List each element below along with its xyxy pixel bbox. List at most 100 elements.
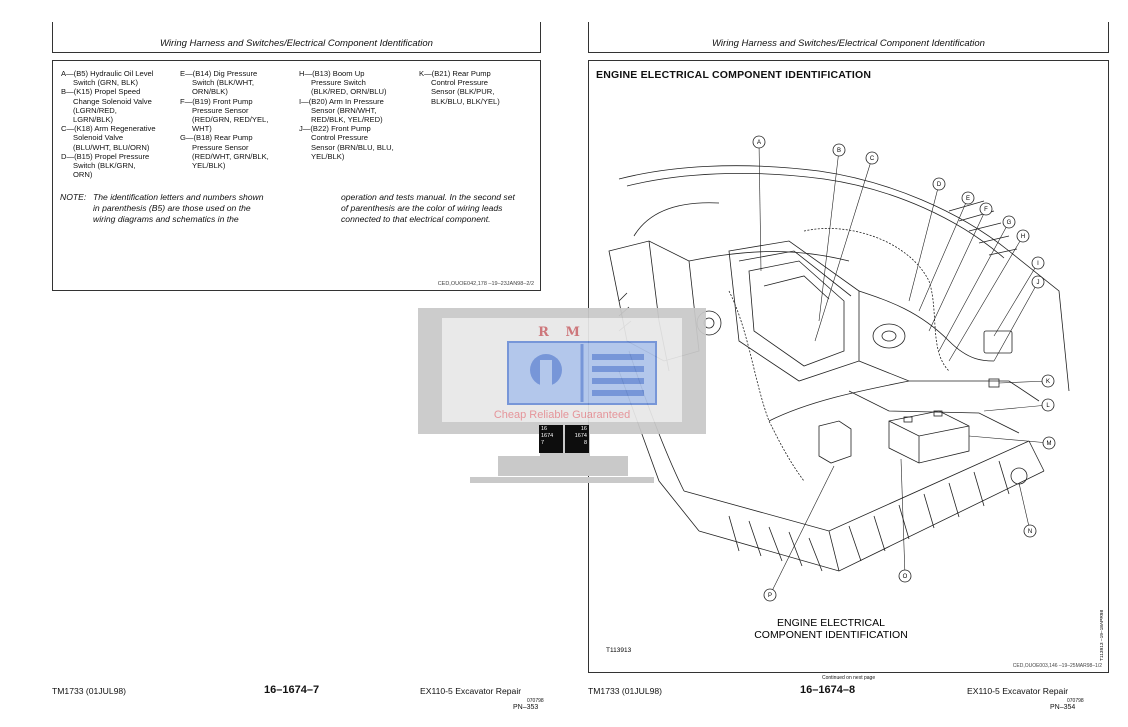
note-line: wiring diagrams and schematics in the (93, 214, 239, 224)
legend-line: WHT) (192, 124, 212, 134)
left-footer-date: 070798 (527, 698, 544, 704)
thumb-line: 7 (541, 440, 545, 446)
callout-g-label: G (1007, 220, 1012, 226)
callout-c: C (865, 151, 879, 165)
legend-line: BLK/BLU, BLK/YEL) (431, 96, 500, 106)
callout-d-label: D (937, 182, 942, 188)
leader-lines (758, 141, 1050, 596)
left-header-box: Wiring Harness and Switches/Electrical C… (52, 22, 541, 53)
note-line: operation and tests manual. In the secon… (341, 192, 515, 202)
legend-line: D—(B15) Propel Pressure (61, 151, 150, 161)
callout-m: M (1042, 436, 1056, 450)
legend-line: Pressure Sensor (192, 105, 249, 115)
callout-e: E (961, 191, 975, 205)
watermark-monitor: R M Cheap Reliable Guaranteed (418, 308, 706, 434)
callout-b: B (832, 143, 846, 157)
legend-line: Control Pressure (311, 133, 368, 143)
watermark-slogan: Cheap Reliable Guaranteed (493, 409, 631, 421)
note-text-right: operation and tests manual. In the secon… (341, 192, 537, 225)
legend-line: Pressure Switch (311, 78, 366, 88)
legend-line: Switch (GRN, BLK) (73, 78, 138, 88)
legend-line: F—(B19) Front Pump (180, 96, 253, 106)
callout-g: G (1002, 215, 1016, 229)
legend-line: K—(B21) Rear Pump (419, 69, 491, 78)
legend-line: Sensor (BLK/PUR, (431, 87, 495, 97)
thumb-line: 16 (541, 426, 548, 432)
right-header-title: Wiring Harness and Switches/Electrical C… (712, 38, 985, 49)
right-header-box: Wiring Harness and Switches/Electrical C… (588, 22, 1109, 53)
callout-c-label: C (870, 156, 875, 162)
legend-line: J—(B22) Front Pump (299, 124, 371, 134)
callout-b-label: B (837, 148, 841, 154)
callout-a-label: A (757, 140, 761, 146)
callout-f-label: F (984, 207, 988, 213)
left-footer-manual: TM1733 (01JUL98) (52, 686, 127, 696)
callout-k: K (1041, 374, 1055, 388)
note-line: connected to that electrical component. (341, 214, 491, 224)
callout-n: N (1023, 524, 1037, 538)
legend-line: (BLK/RED, ORN/BLU) (311, 87, 387, 97)
legend-line: Switch (BLK/WHT, (192, 78, 255, 88)
legend-line: LGRN/BLK) (73, 115, 114, 125)
thumb-line: 16 (580, 426, 587, 432)
right-footer-page-number: 16–1674–8 (800, 684, 856, 696)
figure-id: T113913 (606, 647, 632, 654)
left-reference-id: CED,OUOE042,178 –19–23JAN98–2/2 (437, 281, 534, 287)
legend-line: ORN) (73, 170, 93, 180)
callout-d: D (932, 177, 946, 191)
note-line: of parenthesis are the color of wiring l… (341, 203, 503, 213)
legend-line: ORN/BLK) (192, 87, 228, 97)
watermark-screen: R M Cheap Reliable Guaranteed (442, 318, 682, 422)
left-header-title: Wiring Harness and Switches/Electrical C… (160, 38, 433, 49)
callout-o-label: O (903, 574, 908, 580)
right-page: Wiring Harness and Switches/Electrical C… (568, 0, 1128, 727)
legend-line: G—(B18) Rear Pump (180, 133, 253, 143)
legend-line: (BLU/WHT, BLU/ORN) (73, 142, 150, 152)
legend-line: I—(B20) Arm In Pressure (299, 96, 384, 106)
callout-i: I (1031, 256, 1045, 270)
watermark-stand-base (498, 456, 628, 476)
legend-line: (RED/GRN, RED/YEL, (192, 115, 269, 125)
figure-side-reference: T113913 –19–18APR98 (1099, 610, 1105, 661)
legend-line: E—(B14) Dig Pressure (180, 69, 258, 78)
left-page: Wiring Harness and Switches/Electrical C… (52, 22, 544, 711)
callout-h-label: H (1021, 234, 1025, 240)
legend-line: H—(B13) Boom Up (299, 69, 365, 78)
watermark-letters: R M (538, 325, 586, 340)
diagram-caption-line-1: ENGINE ELECTRICAL (777, 617, 885, 629)
legend-line: Change Solenoid Valve (73, 96, 152, 106)
legend-line: Pressure Sensor (192, 142, 249, 152)
right-footer-pn: PN–354 (1050, 704, 1076, 711)
callout-j: J (1031, 275, 1045, 289)
callout-l: L (1041, 398, 1055, 412)
callout-o: O (898, 569, 912, 583)
right-footer-title: EX110-5 Excavator Repair (967, 686, 1069, 696)
note-text-left: The identification letters and numbers s… (93, 192, 293, 225)
callout-i-label: I (1037, 261, 1039, 267)
thumb-line: 1674 (541, 433, 554, 439)
callout-f: F (979, 202, 993, 216)
callout-l-label: L (1046, 403, 1050, 409)
thumb-line: 8 (583, 440, 587, 446)
legend-line: Sensor (BRN/WHT, (311, 105, 377, 115)
legend-line: (LGRN/RED, (73, 105, 117, 115)
diagram-box: ENGINE ELECTRICAL COMPONENT IDENTIFICATI… (588, 60, 1109, 673)
legend-line: (RED/WHT, GRN/BLK, (192, 151, 269, 161)
right-footer-manual: TM1733 (01JUL98) (588, 686, 663, 696)
legend-line: B—(K15) Propel Speed (61, 87, 141, 97)
note-label: NOTE: (60, 192, 87, 202)
continued-note: Continued on next page (822, 675, 876, 681)
thumb-line: 1674 (574, 433, 587, 439)
legend-line: Sensor (BRN/BLU, BLU, (311, 142, 394, 152)
diagram-title: ENGINE ELECTRICAL COMPONENT IDENTIFICATI… (596, 69, 872, 81)
callout-j-label: J (1037, 280, 1040, 286)
callout-p: P (763, 588, 777, 602)
right-footer-date: 070798 (1067, 698, 1084, 704)
